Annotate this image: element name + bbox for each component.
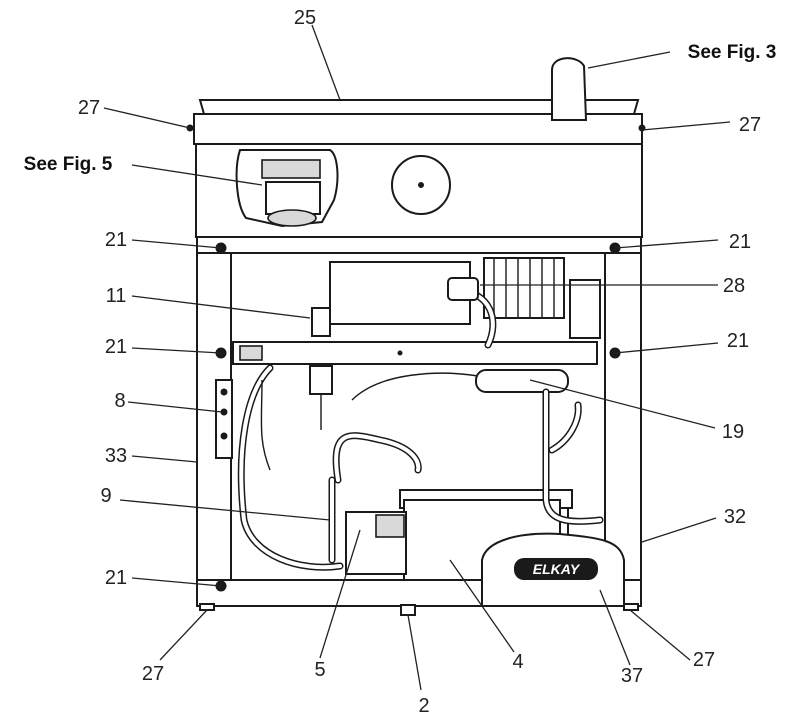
callout-19: 19 bbox=[722, 421, 744, 443]
callout-2: 2 bbox=[418, 695, 429, 717]
basin-assembly bbox=[193, 57, 643, 238]
callout-28: 28 bbox=[723, 275, 745, 297]
callout-27-bottom-left: 27 bbox=[142, 663, 164, 685]
callout-21-c: 21 bbox=[105, 336, 127, 358]
callout-21-e: 21 bbox=[105, 567, 127, 589]
reference-fig5: See Fig. 5 bbox=[24, 154, 113, 175]
callout-27-top-right: 27 bbox=[739, 114, 761, 136]
callout-4: 4 bbox=[512, 651, 523, 673]
elkay-logo: ELKAY bbox=[533, 561, 581, 577]
callout-32: 32 bbox=[724, 506, 746, 528]
interior-components bbox=[215, 257, 604, 581]
callout-8: 8 bbox=[114, 390, 125, 412]
callout-21-b: 21 bbox=[729, 231, 751, 253]
leader-lines bbox=[103, 24, 731, 691]
callout-27-bottom-right: 27 bbox=[693, 649, 715, 671]
callout-21-a: 21 bbox=[105, 229, 127, 251]
callout-labels: 25 See Fig. 3 27 27 See Fig. 5 21 21 11 … bbox=[24, 7, 777, 717]
callout-25: 25 bbox=[294, 7, 316, 29]
callout-5: 5 bbox=[314, 659, 325, 681]
callout-21-d: 21 bbox=[727, 330, 749, 352]
reference-fig3: See Fig. 3 bbox=[688, 42, 777, 63]
logo-panel: ELKAY bbox=[481, 532, 625, 607]
callout-11: 11 bbox=[106, 285, 127, 307]
callout-33: 33 bbox=[105, 445, 127, 467]
callout-37: 37 bbox=[621, 665, 643, 687]
callout-27-top-left: 27 bbox=[78, 97, 100, 119]
callout-9: 9 bbox=[100, 485, 111, 507]
